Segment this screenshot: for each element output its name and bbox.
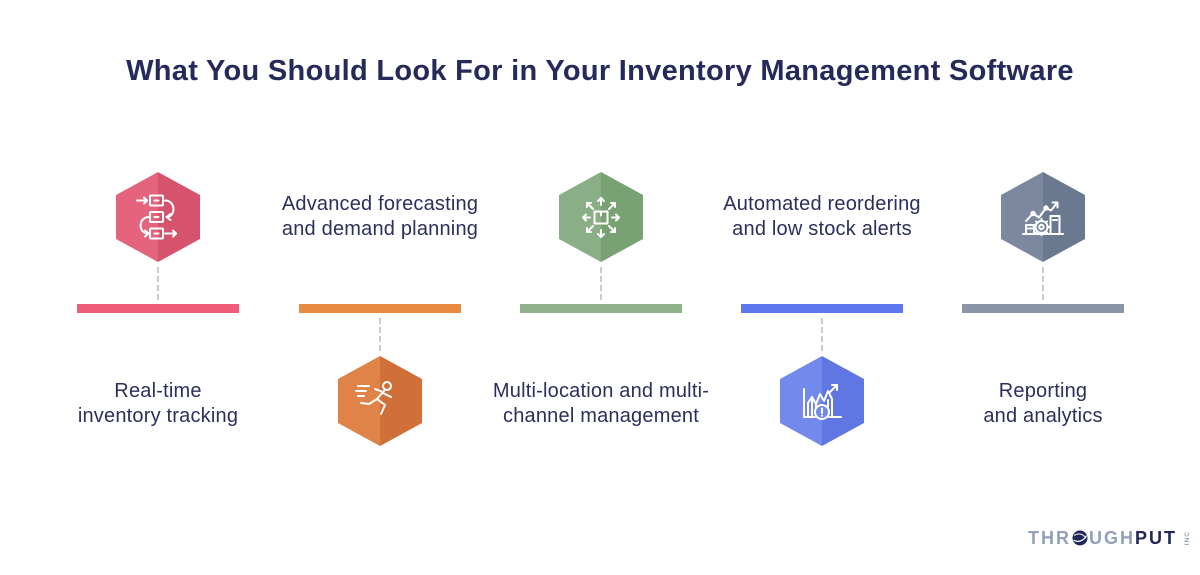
feature-label-line1: Reporting (998, 380, 1088, 402)
hexagon-badge (338, 356, 422, 446)
page-title: What You Should Look For in Your Invento… (126, 55, 1074, 87)
hexagon-badge (559, 172, 643, 262)
logo-text-thr: THR (1028, 528, 1071, 548)
logo-text-inc: INC (1184, 530, 1191, 546)
hexagon-badge (116, 172, 200, 262)
feature-label-line2: channel management (503, 405, 699, 427)
hexagon-badge (1001, 172, 1085, 262)
box-distribution-icon (582, 197, 620, 238)
feature-label: Advanced forecasting and demand planning (230, 192, 530, 242)
feature-label: Real-time inventory tracking (8, 379, 308, 429)
feature-label: Automated reordering and low stock alert… (672, 192, 972, 242)
globe-icon (1072, 530, 1088, 546)
dashed-connector (1042, 267, 1044, 300)
feature-label: Multi-location and multi- channel manage… (451, 379, 751, 429)
logo-text-put: PUT (1135, 528, 1177, 548)
feature-label-line1: Automated reordering (723, 193, 921, 215)
timeline-bar (520, 304, 682, 313)
timeline-bar (299, 304, 461, 313)
dashed-connector (600, 267, 602, 300)
reporting-analytics-icon (1022, 201, 1064, 236)
feature-label-line1: Real-time (114, 380, 202, 402)
hexagon-badge (780, 356, 864, 446)
dashed-connector (379, 318, 381, 351)
dashed-connector (157, 267, 159, 300)
feature-label-line2: and low stock alerts (732, 218, 912, 240)
feature-label-line2: inventory tracking (77, 405, 239, 427)
throughput-logo: THR UGH PUT INC (1028, 529, 1197, 547)
feature-label-line2: and demand planning (281, 218, 479, 240)
logo-text-ugh: UGH (1089, 528, 1135, 548)
stock-alert-chart-icon (803, 384, 842, 420)
fast-runner-icon (355, 381, 392, 415)
dashed-connector (821, 318, 823, 351)
process-flow-icon (136, 194, 177, 240)
feature-label-line2: and analytics (983, 405, 1103, 427)
timeline-bar (741, 304, 903, 313)
feature-label: Reporting and analytics (893, 379, 1193, 429)
timeline-bar (77, 304, 239, 313)
feature-label-line1: Advanced forecasting (281, 193, 479, 215)
timeline-bar (962, 304, 1124, 313)
feature-label-line1: Multi-location and multi- (492, 380, 710, 402)
